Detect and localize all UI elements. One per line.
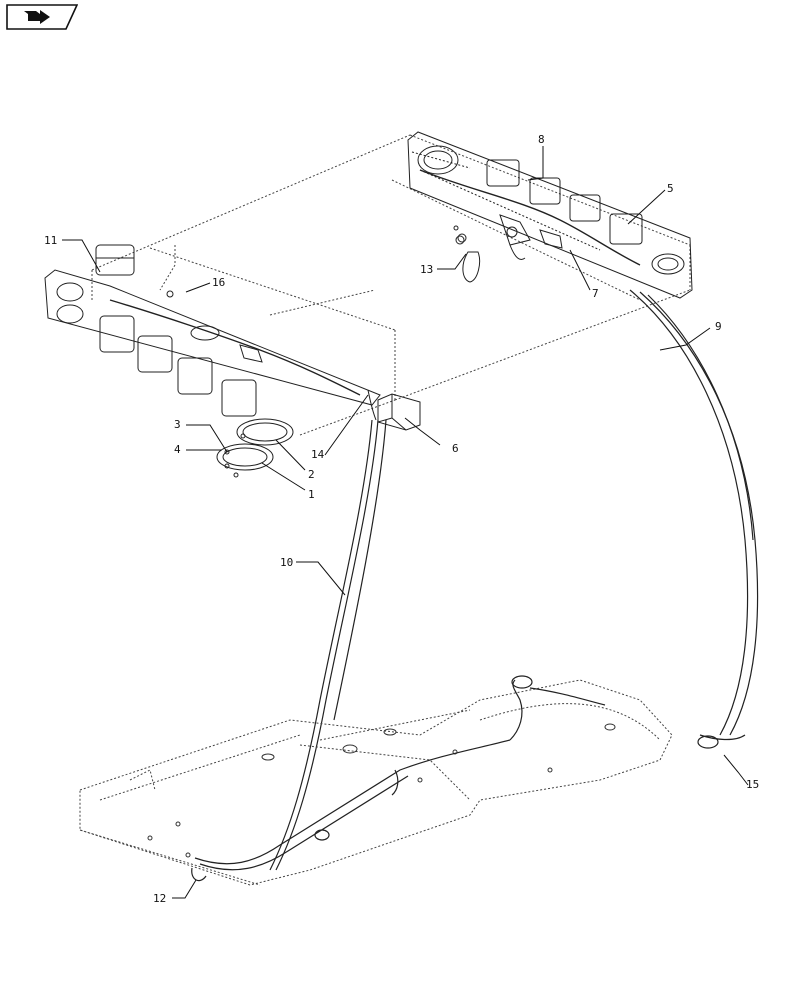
callout-7: 7 bbox=[592, 287, 599, 300]
callout-3: 3 bbox=[174, 418, 181, 431]
callout-15: 15 bbox=[746, 778, 759, 791]
harness-left-pillar bbox=[269, 419, 387, 871]
rear-light-bar bbox=[44, 244, 381, 417]
callout-13: 13 bbox=[420, 263, 433, 276]
callout-2: 2 bbox=[308, 468, 315, 481]
lens-covers bbox=[216, 418, 294, 478]
harness-right-pillar bbox=[629, 289, 759, 749]
callout-10: 10 bbox=[280, 556, 293, 569]
floor-harness bbox=[191, 675, 606, 882]
callout-14: 14 bbox=[311, 448, 325, 461]
leader-lines bbox=[62, 146, 749, 899]
callout-16: 16 bbox=[212, 276, 225, 289]
page-turn-arrow-icon bbox=[6, 4, 79, 30]
roof-outline bbox=[91, 134, 691, 436]
cab-floor bbox=[79, 679, 673, 886]
callout-5: 5 bbox=[667, 182, 674, 195]
nav-badge[interactable] bbox=[6, 4, 79, 30]
callout-12: 12 bbox=[153, 892, 166, 905]
callout-9: 9 bbox=[715, 320, 722, 333]
callout-4: 4 bbox=[174, 443, 181, 456]
callout-8: 8 bbox=[538, 133, 545, 146]
fastener-parts bbox=[367, 235, 481, 421]
callout-1: 1 bbox=[308, 488, 315, 501]
floor-details bbox=[147, 723, 616, 858]
callout-11: 11 bbox=[44, 234, 57, 247]
callout-labels: 1 2 3 4 5 6 7 8 9 10 11 12 13 14 15 16 bbox=[44, 133, 759, 905]
front-light-bar bbox=[407, 131, 693, 299]
callout-6: 6 bbox=[452, 442, 459, 455]
